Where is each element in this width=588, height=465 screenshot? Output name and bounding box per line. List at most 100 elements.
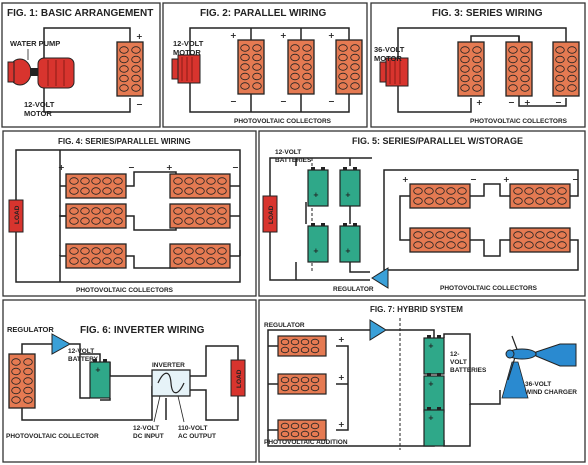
fig1-basic-arrangement: FIG. 1: BASIC ARRANGEMENT + − WATER PUMP… <box>1 2 161 128</box>
fig4-pv-panel-4 <box>169 173 231 199</box>
fig5-battery-3 <box>307 222 329 263</box>
fig6-caption: PHOTOVOLTAIC COLLECTOR <box>6 433 99 440</box>
fig1-title: FIG. 1: BASIC ARRANGEMENT <box>7 8 153 19</box>
fig6-battery-label-1: 12-VOLT <box>68 348 94 355</box>
fig2-wiring <box>189 27 350 113</box>
fig3-pv-panel-1 <box>457 41 485 97</box>
fig5-bat-plus-4: + <box>345 247 351 255</box>
fig5-title: FIG. 5: SERIES/PARALLEL W/STORAGE <box>352 136 523 146</box>
fig5-pv-panel-3 <box>509 183 571 209</box>
fig2-plus-1: + <box>230 31 237 40</box>
fig5-battery-label-2: BATTERIES <box>275 157 312 164</box>
fig7-plus-3: + <box>338 420 345 429</box>
fig7-plus-2: + <box>338 373 345 382</box>
fig3-motor-label-2: MOTOR <box>374 54 402 63</box>
fig5-bat-plus-2: + <box>345 191 351 199</box>
fig7-battery-label-1: 12- <box>450 351 459 358</box>
fig5-frame <box>258 130 586 297</box>
fig2-minus-3: − <box>328 97 335 106</box>
fig6-load <box>230 359 246 397</box>
fig5-regulator-label: REGULATOR <box>333 286 374 293</box>
fig5-regulator <box>371 267 389 289</box>
fig6-regulator <box>51 333 72 355</box>
fig5-bat-plus-3: + <box>313 247 319 255</box>
fig1-motor <box>37 57 75 89</box>
fig4-wiring <box>15 149 241 283</box>
fig5-battery-2 <box>339 166 361 207</box>
fig7-regulator-label: REGULATOR <box>264 322 305 329</box>
fig3-motor-label-1: 36-VOLT <box>374 45 405 54</box>
fig6-battery <box>89 358 111 399</box>
fig3-series-wiring: FIG. 3: SERIES WIRING + − + − 36-VOLT MO… <box>370 2 586 128</box>
fig5-bat-plus-1: + <box>313 191 319 199</box>
fig5-caption: PHOTOVOLTAIC COLLECTORS <box>440 285 538 292</box>
fig4-caption: PHOTOVOLTAIC COLLECTORS <box>76 287 174 294</box>
fig7-battery-1 <box>423 334 445 375</box>
fig7-hybrid-system: FIG. 7: HYBRID SYSTEM + + + + + + <box>258 299 586 463</box>
fig3-plus-2: + <box>524 98 531 107</box>
fig5-pv-panel-2 <box>409 227 471 253</box>
fig5-battery-4 <box>339 222 361 263</box>
fig2-plus-2: + <box>280 31 287 40</box>
fig1-motor-label-1: 12-VOLT <box>24 100 55 109</box>
fig4-minus-2: − <box>232 163 239 172</box>
fig4-plus-1: + <box>58 163 65 172</box>
fig6-inverter <box>151 369 191 397</box>
fig7-pv-panel-3 <box>277 419 327 441</box>
fig1-motor-label-2: MOTOR <box>24 109 52 118</box>
fig2-minus-2: − <box>280 97 287 106</box>
fig4-title: FIG. 4: SERIES/PARALLEL WIRING <box>58 137 191 146</box>
fig5-minus-2: − <box>572 175 579 184</box>
fig4-pv-panel-6 <box>169 243 231 269</box>
fig6-ac-pointer <box>177 395 185 423</box>
fig7-battery-3 <box>423 406 445 447</box>
fig6-ac-label-1: 110-VOLT <box>178 425 208 432</box>
fig5-plus-2: + <box>503 175 510 184</box>
fig7-bat-plus-1: + <box>428 342 434 350</box>
fig2-motor <box>171 54 201 84</box>
fig4-pv-panel-3 <box>65 243 127 269</box>
fig4-pv-panel-1 <box>65 173 127 199</box>
fig6-frame <box>2 299 257 463</box>
fig7-plus-1: + <box>338 335 345 344</box>
fig2-title: FIG. 2: PARALLEL WIRING <box>200 8 327 19</box>
fig5-minus-1: − <box>470 175 477 184</box>
fig5-battery-1 <box>307 166 329 207</box>
fig5-load-label: LOAD <box>268 205 275 224</box>
fig3-plus-1: + <box>476 98 483 107</box>
fig1-wiring <box>43 27 131 113</box>
fig2-parallel-wiring: FIG. 2: PARALLEL WIRING + − + − + − 12-V… <box>162 2 368 128</box>
fig1-water-pump <box>7 58 38 86</box>
fig2-caption: PHOTOVOLTAIC COLLECTORS <box>234 118 332 125</box>
fig3-caption: PHOTOVOLTAIC COLLECTORS <box>470 118 568 125</box>
fig7-wind-label-1: 36-VOLT <box>525 381 551 388</box>
fig6-title: FIG. 6: INVERTER WIRING <box>80 325 205 336</box>
fig7-bat-plus-2: + <box>428 380 434 388</box>
fig6-bat-plus: + <box>95 366 101 374</box>
fig7-pv-panel-1 <box>277 335 327 357</box>
fig6-ac-label-2: AC OUTPUT <box>178 433 216 440</box>
fig7-caption: PHOTOVOLTAIC ADDITION <box>264 439 348 446</box>
fig6-inverter-label: INVERTER <box>152 362 185 369</box>
fig6-dc-label-1: 12-VOLT <box>133 425 159 432</box>
fig3-minus-2: − <box>555 98 562 107</box>
fig2-pv-panel-1 <box>237 39 265 95</box>
fig3-title: FIG. 3: SERIES WIRING <box>432 8 543 19</box>
fig2-minus-1: − <box>230 97 237 106</box>
fig5-plus-1: + <box>402 175 409 184</box>
fig1-minus: − <box>136 100 143 109</box>
fig6-pv-panel <box>8 353 36 409</box>
fig3-pv-panel-2 <box>505 41 533 97</box>
fig2-pv-panel-3 <box>335 39 363 95</box>
fig7-battery-2 <box>423 372 445 413</box>
fig4-pv-panel-5 <box>169 203 231 229</box>
fig4-load-label: LOAD <box>14 205 21 224</box>
fig2-motor-label-1: 12-VOLT <box>173 39 204 48</box>
fig7-title: FIG. 7: HYBRID SYSTEM <box>370 305 463 314</box>
fig2-motor-label-2: MOTOR <box>173 48 201 57</box>
fig3-pv-panel-3 <box>552 41 580 97</box>
fig5-battery-label-1: 12-VOLT <box>275 149 301 156</box>
fig1-plus: + <box>136 32 143 41</box>
fig5-load <box>262 195 278 233</box>
